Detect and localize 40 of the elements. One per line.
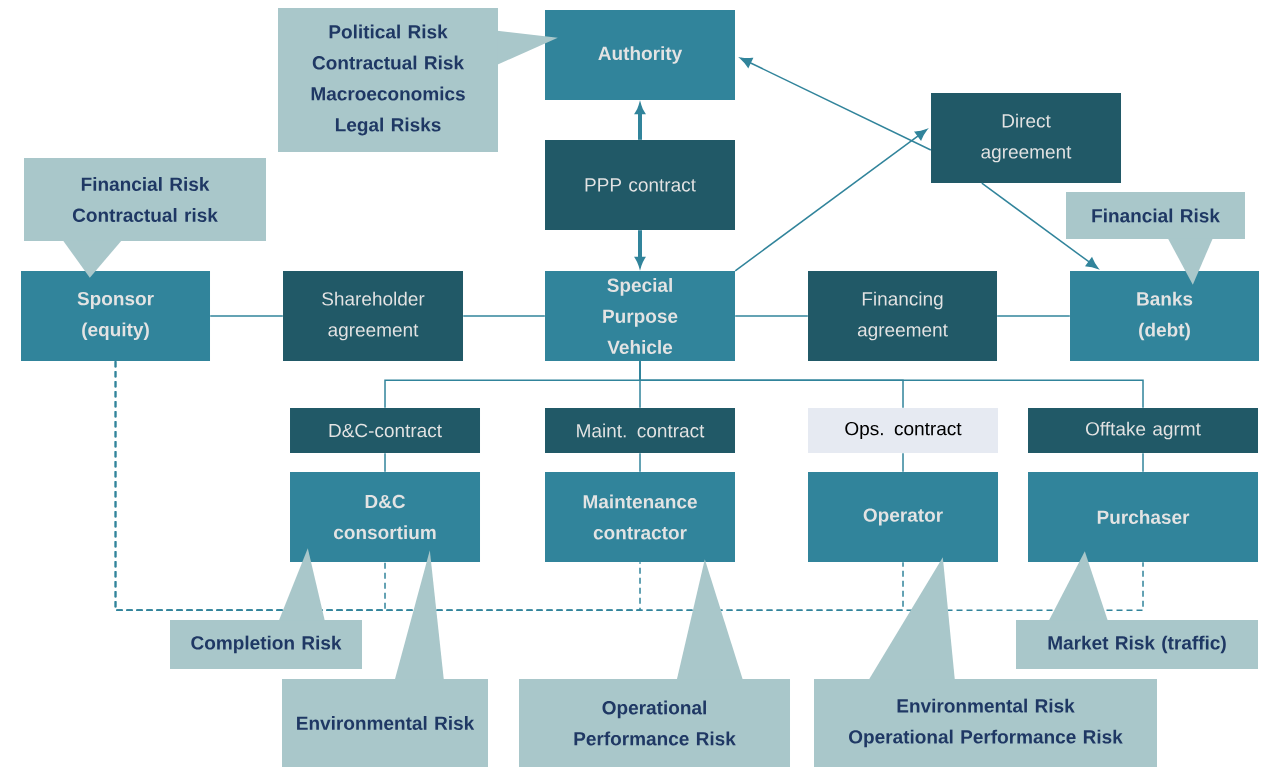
connector-line: [1142, 452, 1144, 473]
agreement-box: Direct agreement: [931, 93, 1121, 183]
arrow: [981, 182, 1099, 269]
callout-pointer: [394, 550, 444, 680]
party-box: Maintenance contractor: [545, 472, 735, 562]
party-box: Purchaser: [1028, 472, 1258, 562]
arrow: [635, 103, 645, 140]
connector-line: [462, 315, 546, 317]
party-box: Special Purpose Vehicle: [545, 271, 735, 361]
arrow: [635, 230, 645, 268]
callout-pointer: [1167, 238, 1213, 285]
connector-line: [639, 452, 641, 473]
connector-line: [902, 452, 904, 473]
party-box: Sponsor (equity): [21, 271, 210, 361]
callout-pointer: [868, 557, 955, 680]
agreement-box: PPP contract: [545, 140, 735, 230]
agreement-box: Shareholder agreement: [283, 271, 463, 361]
agreement-box: Ops. contract: [808, 408, 998, 453]
agreement-box: Financing agreement: [808, 271, 997, 361]
party-box: Operator: [808, 472, 998, 562]
party-box: Authority: [545, 10, 735, 100]
connector-line: [209, 315, 284, 317]
agreement-box: Maint. contract: [545, 408, 735, 453]
connector-line: [734, 315, 809, 317]
arrow: [739, 57, 932, 151]
party-box: D&C consortium: [290, 472, 480, 562]
connector-line: [639, 360, 1144, 409]
arrow: [734, 128, 928, 272]
connector-line: [114, 360, 1144, 611]
party-box: Banks (debt): [1070, 271, 1259, 361]
agreement-box: D&C-contract: [290, 408, 480, 453]
callout-pointer: [497, 30, 558, 65]
connector-line: [996, 315, 1071, 317]
agreement-box: Offtake agrmt: [1028, 408, 1258, 453]
risk-callout: Political Risk Contractual Risk Macroeconomics Legal Risks: [278, 8, 498, 152]
callout-pointer: [278, 548, 325, 621]
callout-pointer: [62, 240, 122, 278]
callout-pointer: [1048, 551, 1108, 621]
callout-pointer: [676, 559, 743, 680]
connector-line: [384, 452, 386, 473]
